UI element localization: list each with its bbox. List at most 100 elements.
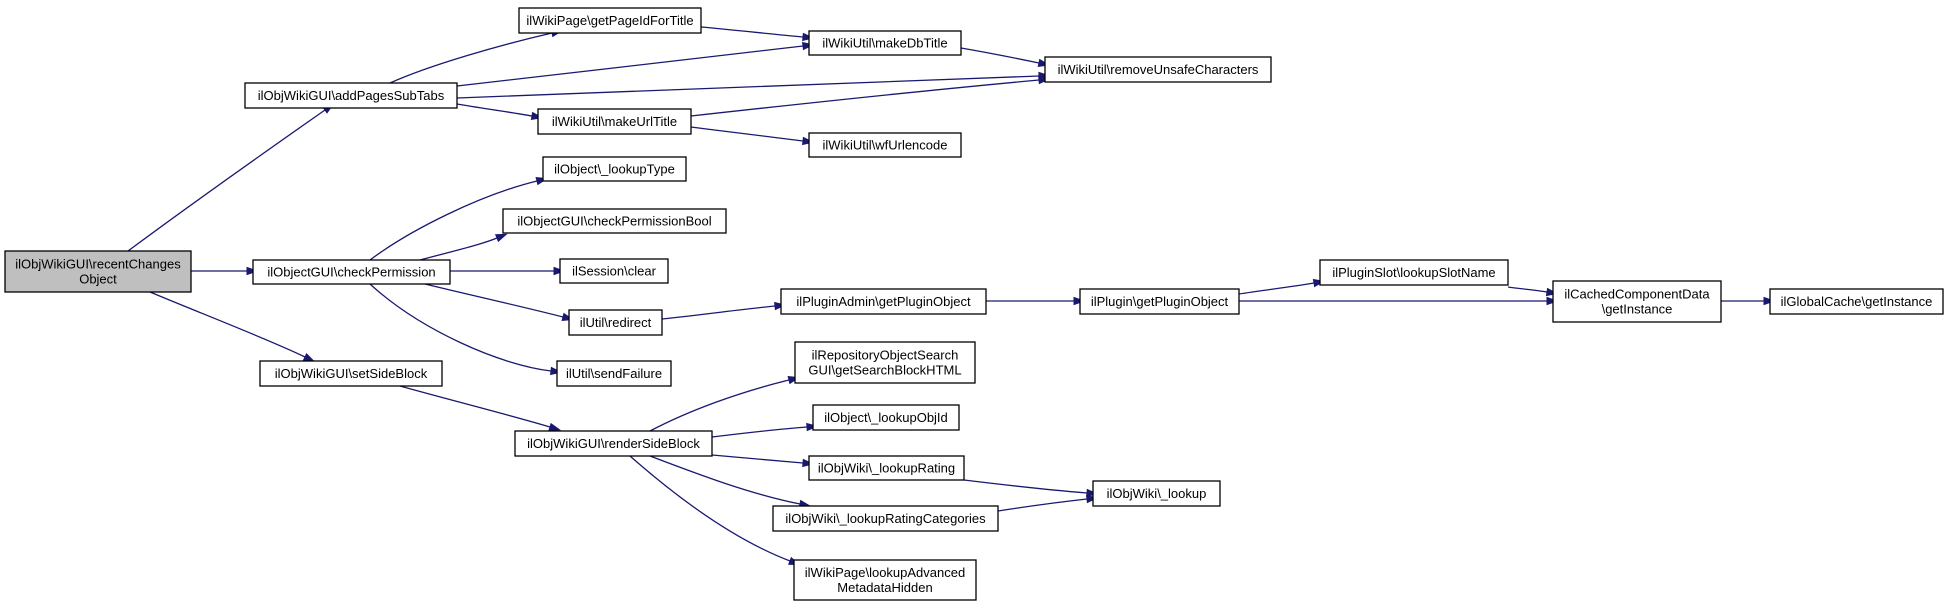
- edge-renderSideBlock-to-lookupRating: [711, 454, 815, 468]
- node-box: [244, 82, 458, 109]
- edge-line: [649, 455, 801, 505]
- arrow-head-icon: [1086, 488, 1099, 498]
- edge-cachedGetInstance-to-globalCacheGetInstance: [1721, 296, 1776, 306]
- arrow-head-icon: [1086, 494, 1099, 504]
- node-wfUrlencode[interactable]: ilWikiUtil\wfUrlencode: [808, 132, 962, 158]
- node-checkPermissionBool[interactable]: ilObjectGUI\checkPermissionBool: [502, 208, 727, 234]
- node-label: ilGlobalCache\getInstance: [1781, 294, 1933, 309]
- node-addPagesSubTabs[interactable]: ilObjWikiGUI\addPagesSubTabs: [244, 82, 458, 109]
- node-label: ilSession\clear: [572, 264, 656, 279]
- node-box: [1552, 280, 1722, 323]
- arrow-head-icon: [246, 266, 259, 276]
- arrow-head-icon: [1038, 75, 1051, 85]
- node-box: [1044, 56, 1272, 83]
- edge-addPagesSubTabs-to-getPageIdForTitle: [389, 29, 564, 84]
- node-box: [514, 430, 713, 457]
- edge-line: [711, 426, 808, 438]
- arrow-head-icon: [802, 32, 815, 42]
- node-redirect[interactable]: ilUtil\redirect: [568, 309, 663, 336]
- node-makeDbTitle[interactable]: ilWikiUtil\makeDbTitle: [808, 30, 962, 56]
- node-pluginGetPluginObject[interactable]: ilPlugin\getPluginObject: [1079, 288, 1240, 315]
- node-lookupSlotName[interactable]: ilPluginSlot\lookupSlotName: [1319, 259, 1509, 286]
- edge-line: [690, 79, 1040, 117]
- edge-line: [369, 283, 552, 372]
- edge-lookupRating-to-lookup: [963, 479, 1099, 498]
- node-label: GUI\getSearchBlockHTML: [808, 363, 961, 378]
- edge-getPageIdForTitle-to-makeDbTitle: [700, 26, 815, 42]
- edge-line: [389, 32, 553, 84]
- node-cachedGetInstance[interactable]: ilCachedComponentData\getInstance: [1552, 280, 1722, 323]
- node-label: ilObjWikiGUI\addPagesSubTabs: [258, 88, 445, 103]
- edge-renderSideBlock-to-getSearchBlockHTML: [649, 376, 801, 432]
- edge-line: [963, 479, 1088, 494]
- arrow-head-icon: [1546, 296, 1559, 306]
- edge-checkPermission-to-redirect: [424, 283, 575, 321]
- node-box: [1092, 480, 1221, 507]
- edge-root-to-setSideBlock: [149, 291, 316, 363]
- node-label: ilObject\_lookupObjId: [824, 410, 948, 425]
- node-getPageIdForTitle[interactable]: ilWikiPage\getPageIdForTitle: [518, 7, 702, 34]
- node-box: [542, 156, 687, 182]
- node-label: ilUtil\sendFailure: [566, 366, 662, 381]
- node-removeUnsafe[interactable]: ilWikiUtil\removeUnsafeCharacters: [1044, 56, 1272, 83]
- node-label: MetadataHidden: [837, 580, 932, 595]
- node-setSideBlock[interactable]: ilObjWikiGUI\setSideBlock: [259, 360, 443, 387]
- edge-checkPermission-to-checkPermissionBool: [419, 233, 508, 261]
- arrow-head-icon: [494, 233, 508, 243]
- arrow-head-icon: [774, 301, 787, 311]
- arrow-head-icon: [548, 422, 562, 431]
- edge-line: [127, 109, 326, 252]
- edge-setSideBlock-to-renderSideBlock: [399, 385, 562, 431]
- node-label: ilWikiUtil\makeDbTitle: [822, 36, 947, 51]
- edge-renderSideBlock-to-lookupRatingCategories: [649, 455, 812, 509]
- edge-line: [649, 379, 790, 432]
- node-getSearchBlockHTML[interactable]: ilRepositoryObjectSearchGUI\getSearchBlo…: [794, 341, 976, 384]
- node-box: [812, 404, 960, 431]
- edge-line: [711, 454, 804, 464]
- arrow-head-icon: [553, 266, 566, 276]
- node-box: [559, 258, 669, 284]
- edge-pluginGetPluginObject-to-lookupSlotName: [1238, 278, 1326, 295]
- node-label: Object: [79, 272, 117, 287]
- node-label: ilWikiUtil\makeUrlTitle: [552, 114, 677, 129]
- edge-line: [1507, 286, 1548, 293]
- edge-makeDbTitle-to-removeUnsafe: [960, 47, 1051, 68]
- node-box: [780, 288, 987, 315]
- node-box: [4, 250, 192, 293]
- edge-makeUrlTitle-to-removeUnsafe: [690, 75, 1051, 117]
- node-box: [518, 7, 702, 34]
- node-lookupRatingCategories[interactable]: ilObjWiki\_lookupRatingCategories: [772, 505, 999, 532]
- node-sessionClear[interactable]: ilSession\clear: [559, 258, 669, 284]
- node-label: ilObjWikiGUI\renderSideBlock: [527, 436, 700, 451]
- edge-line: [399, 385, 551, 428]
- edge-redirect-to-adminGetPluginObject: [661, 301, 787, 320]
- node-lookupType[interactable]: ilObject\_lookupType: [542, 156, 687, 182]
- edge-line: [456, 45, 804, 87]
- node-box: [537, 108, 692, 135]
- edge-line: [661, 305, 776, 320]
- edge-line: [424, 283, 564, 318]
- node-checkPermission[interactable]: ilObjectGUI\checkPermission: [252, 259, 451, 285]
- node-box: [502, 208, 727, 234]
- arrow-head-icon: [1073, 296, 1086, 306]
- node-label: ilRepositoryObjectSearch: [812, 348, 959, 363]
- node-adminGetPluginObject[interactable]: ilPluginAdmin\getPluginObject: [780, 288, 987, 315]
- node-lookupRating[interactable]: ilObjWiki\_lookupRating: [808, 455, 965, 481]
- node-box: [808, 30, 962, 56]
- node-box: [793, 559, 977, 601]
- node-lookupObjId[interactable]: ilObject\_lookupObjId: [812, 404, 960, 431]
- node-sendFailure[interactable]: ilUtil\sendFailure: [556, 360, 672, 387]
- node-box: [259, 360, 443, 387]
- node-lookup[interactable]: ilObjWiki\_lookup: [1092, 480, 1221, 507]
- node-renderSideBlock[interactable]: ilObjWikiGUI\renderSideBlock: [514, 430, 713, 457]
- node-makeUrlTitle[interactable]: ilWikiUtil\makeUrlTitle: [537, 108, 692, 135]
- node-box: [556, 360, 672, 387]
- node-box: [808, 455, 965, 481]
- node-globalCacheGetInstance[interactable]: ilGlobalCache\getInstance: [1769, 288, 1944, 315]
- edge-line: [456, 75, 1040, 99]
- node-label: ilUtil\redirect: [580, 315, 652, 330]
